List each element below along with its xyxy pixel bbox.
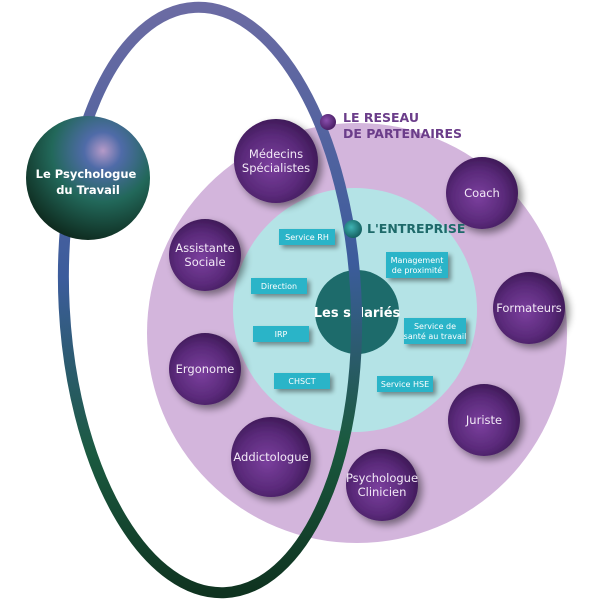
psychologist-sphere	[26, 116, 150, 240]
partner-label: Coach	[464, 186, 500, 200]
partner-sphere: Juriste	[448, 384, 520, 456]
service-box-shape	[253, 326, 309, 342]
partner-label: Formateurs	[496, 301, 562, 315]
partner-label: Addictologue	[233, 450, 308, 464]
service-box-shape	[404, 318, 466, 344]
service-box-shape	[251, 278, 307, 294]
partner-sphere: Ergonome	[169, 333, 241, 405]
partner-label: Juriste	[465, 413, 502, 427]
partner-sphere-shape	[169, 219, 241, 291]
service-box-shape	[377, 376, 433, 392]
psychologist-label: Le Psychologue du Travail	[36, 167, 141, 197]
service-label: IRP	[275, 330, 288, 339]
orbit-ring	[57, 1, 363, 599]
partner-sphere-shape	[346, 449, 418, 521]
service-box: IRP	[253, 326, 309, 342]
service-box: Service HSE	[377, 376, 433, 392]
service-box: Direction	[251, 278, 307, 294]
service-box-shape	[279, 229, 335, 245]
service-label: CHSCT	[288, 377, 315, 386]
network-heading: LE RESEAU DE PARTENAIRES	[343, 110, 462, 141]
partner-sphere-shape	[448, 384, 520, 456]
service-box-shape	[386, 252, 448, 278]
partner-label: Ergonome	[176, 362, 235, 376]
partner-sphere-shape	[493, 272, 565, 344]
company-marker-dot	[344, 220, 362, 238]
service-label: Service HSE	[381, 380, 429, 389]
service-box: CHSCT	[274, 373, 330, 389]
partner-sphere-shape	[231, 417, 311, 497]
service-label: Direction	[261, 282, 297, 291]
partner-sphere-shape	[169, 333, 241, 405]
network-marker-dot	[320, 114, 336, 130]
partner-sphere: Addictologue	[231, 417, 311, 497]
service-box: Service RH	[279, 229, 335, 245]
partner-sphere-shape	[234, 119, 318, 203]
company-heading: L'ENTREPRISE	[367, 221, 465, 236]
partner-sphere-shape	[446, 157, 518, 229]
partner-sphere: Coach	[446, 157, 518, 229]
partner-sphere: Formateurs	[493, 272, 565, 344]
service-box-shape	[274, 373, 330, 389]
service-label: Service RH	[285, 233, 329, 242]
